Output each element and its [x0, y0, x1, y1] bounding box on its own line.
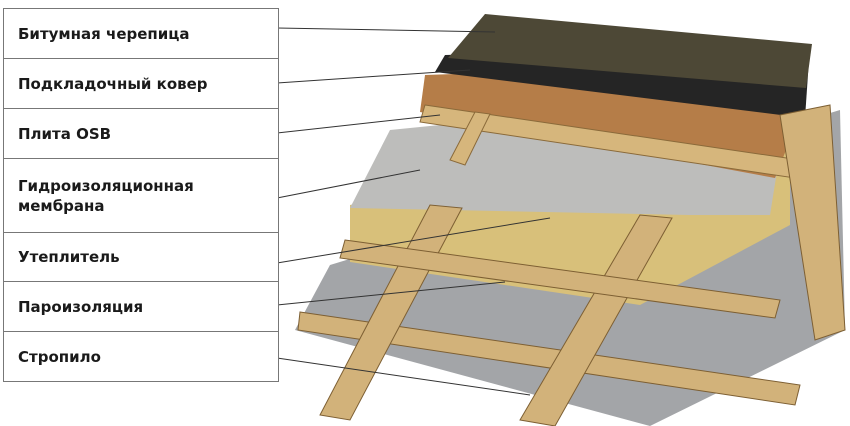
legend-item: Пароизоляция [4, 282, 278, 332]
legend-item: Стропило [4, 332, 278, 382]
legend-item: Битумная черепица [4, 9, 278, 59]
leader-lines [276, 27, 551, 396]
rafters [297, 104, 846, 426]
legend-item: Плита OSB [4, 109, 278, 159]
legend-item: Подкладочный ковер [4, 59, 278, 109]
shingle-layer [448, 14, 812, 88]
layer-legend: Битумная черепица Подкладочный ковер Пли… [3, 8, 279, 382]
legend-item: Утеплитель [4, 233, 278, 282]
legend-item: Гидроизоляционная мембрана [4, 159, 278, 233]
